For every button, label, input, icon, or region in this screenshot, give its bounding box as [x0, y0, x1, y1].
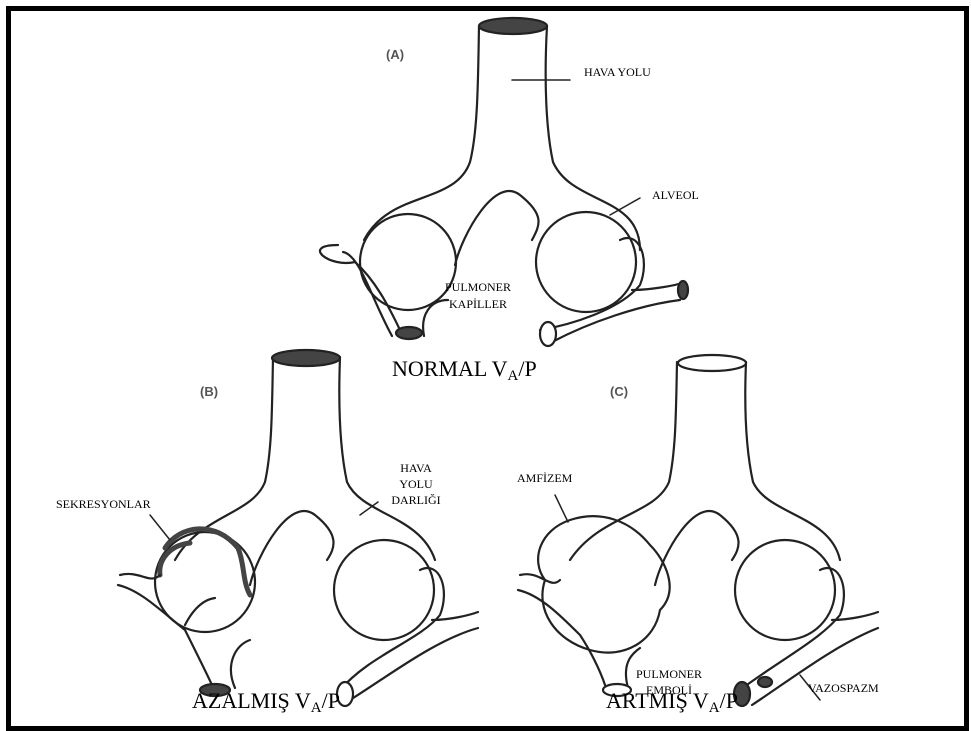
leader-emphysema	[555, 495, 568, 522]
caption-increased: ARTMIŞ VA/P	[606, 690, 738, 716]
label-capillary: PULMONER KAPİLLER	[428, 281, 528, 310]
caption-increased-main: ARTMIŞ V	[606, 688, 709, 713]
unit-c	[518, 355, 878, 706]
label-vasospasm: VAZOSPAZM	[808, 682, 879, 694]
caption-normal-tail: /P	[518, 356, 536, 381]
caption-normal-sub: A	[508, 368, 519, 384]
leader-secretions	[150, 515, 170, 540]
label-capillary-line2: KAPİLLER	[428, 298, 528, 310]
embolus-c	[758, 677, 772, 687]
unit-b	[118, 350, 478, 706]
capillary-b	[118, 568, 478, 700]
label-embolism-line1: PULMONER	[624, 668, 714, 680]
label-narrowing-line3: DARLIĞI	[376, 494, 456, 506]
panel-b-letter: (B)	[200, 385, 218, 398]
label-airway: HAVA YOLU	[584, 66, 651, 78]
label-capillary-line1: PULMONER	[428, 281, 528, 293]
alveolus-a-right	[536, 212, 636, 312]
caption-increased-tail: /P	[720, 688, 738, 713]
caption-decreased-main: AZALMIŞ V	[192, 688, 311, 713]
label-airway-narrowing: HAVA YOLU DARLIĞI	[376, 462, 456, 506]
capillary-end-a-1	[396, 327, 422, 339]
panel-c-letter: (C)	[610, 385, 628, 398]
label-alveolus: ALVEOL	[652, 189, 699, 201]
caption-normal: NORMAL VA/P	[392, 358, 537, 384]
caption-decreased: AZALMIŞ VA/P	[192, 690, 340, 716]
panel-a-letter: (A)	[386, 48, 404, 61]
leader-lines	[150, 80, 820, 700]
alveolus-c-right	[735, 540, 835, 640]
capillary-end-a-3	[678, 281, 688, 299]
secretions-b	[160, 529, 250, 595]
alveolus-b-right	[334, 540, 434, 640]
capillary-end-a-2	[540, 322, 556, 346]
label-narrowing-line1: HAVA	[376, 462, 456, 474]
label-secretions: SEKRESYONLAR	[56, 498, 151, 510]
airway-opening-a	[479, 18, 547, 34]
caption-normal-main: NORMAL V	[392, 356, 508, 381]
caption-increased-sub: A	[709, 700, 720, 716]
airway-a	[364, 26, 640, 265]
caption-decreased-sub: A	[311, 700, 322, 716]
label-emphysema: AMFİZEM	[517, 472, 572, 484]
alveolus-c-emphysema	[538, 516, 670, 652]
caption-decreased-tail: /P	[322, 688, 340, 713]
airway-opening-c	[678, 355, 746, 371]
airway-opening-b	[272, 350, 340, 366]
label-narrowing-line2: YOLU	[376, 478, 456, 490]
